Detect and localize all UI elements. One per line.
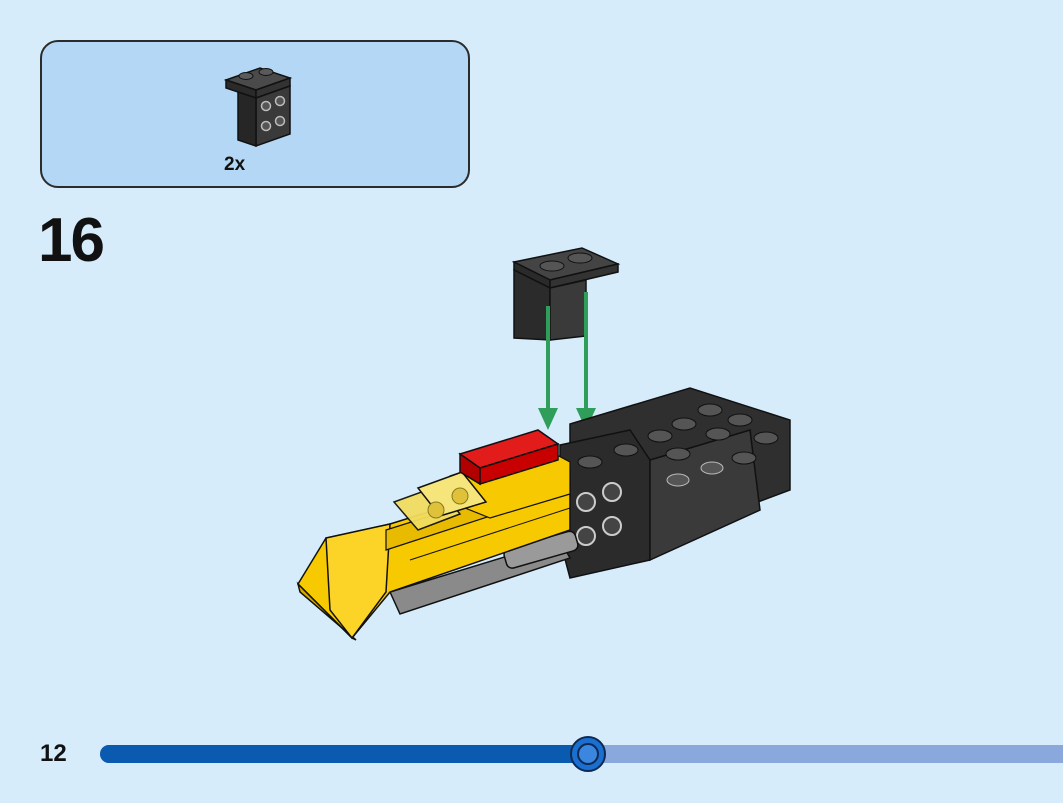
step-number: 16 bbox=[38, 206, 105, 275]
red-tile bbox=[458, 429, 560, 486]
black-bracket-brick-icon bbox=[223, 67, 293, 148]
progress-knob bbox=[570, 736, 607, 772]
yellow-body bbox=[296, 445, 571, 641]
progress-bar-fill bbox=[100, 745, 589, 763]
new-bracket-brick bbox=[511, 247, 621, 341]
part-quantity: 2x bbox=[224, 154, 246, 175]
build-illustration bbox=[296, 247, 791, 641]
trans-yellow-windshield bbox=[392, 471, 488, 531]
progress-bar bbox=[100, 736, 1063, 772]
black-chassis bbox=[559, 387, 791, 579]
page-number: 12 bbox=[40, 740, 67, 767]
parts-list-box: 2x bbox=[40, 40, 470, 188]
